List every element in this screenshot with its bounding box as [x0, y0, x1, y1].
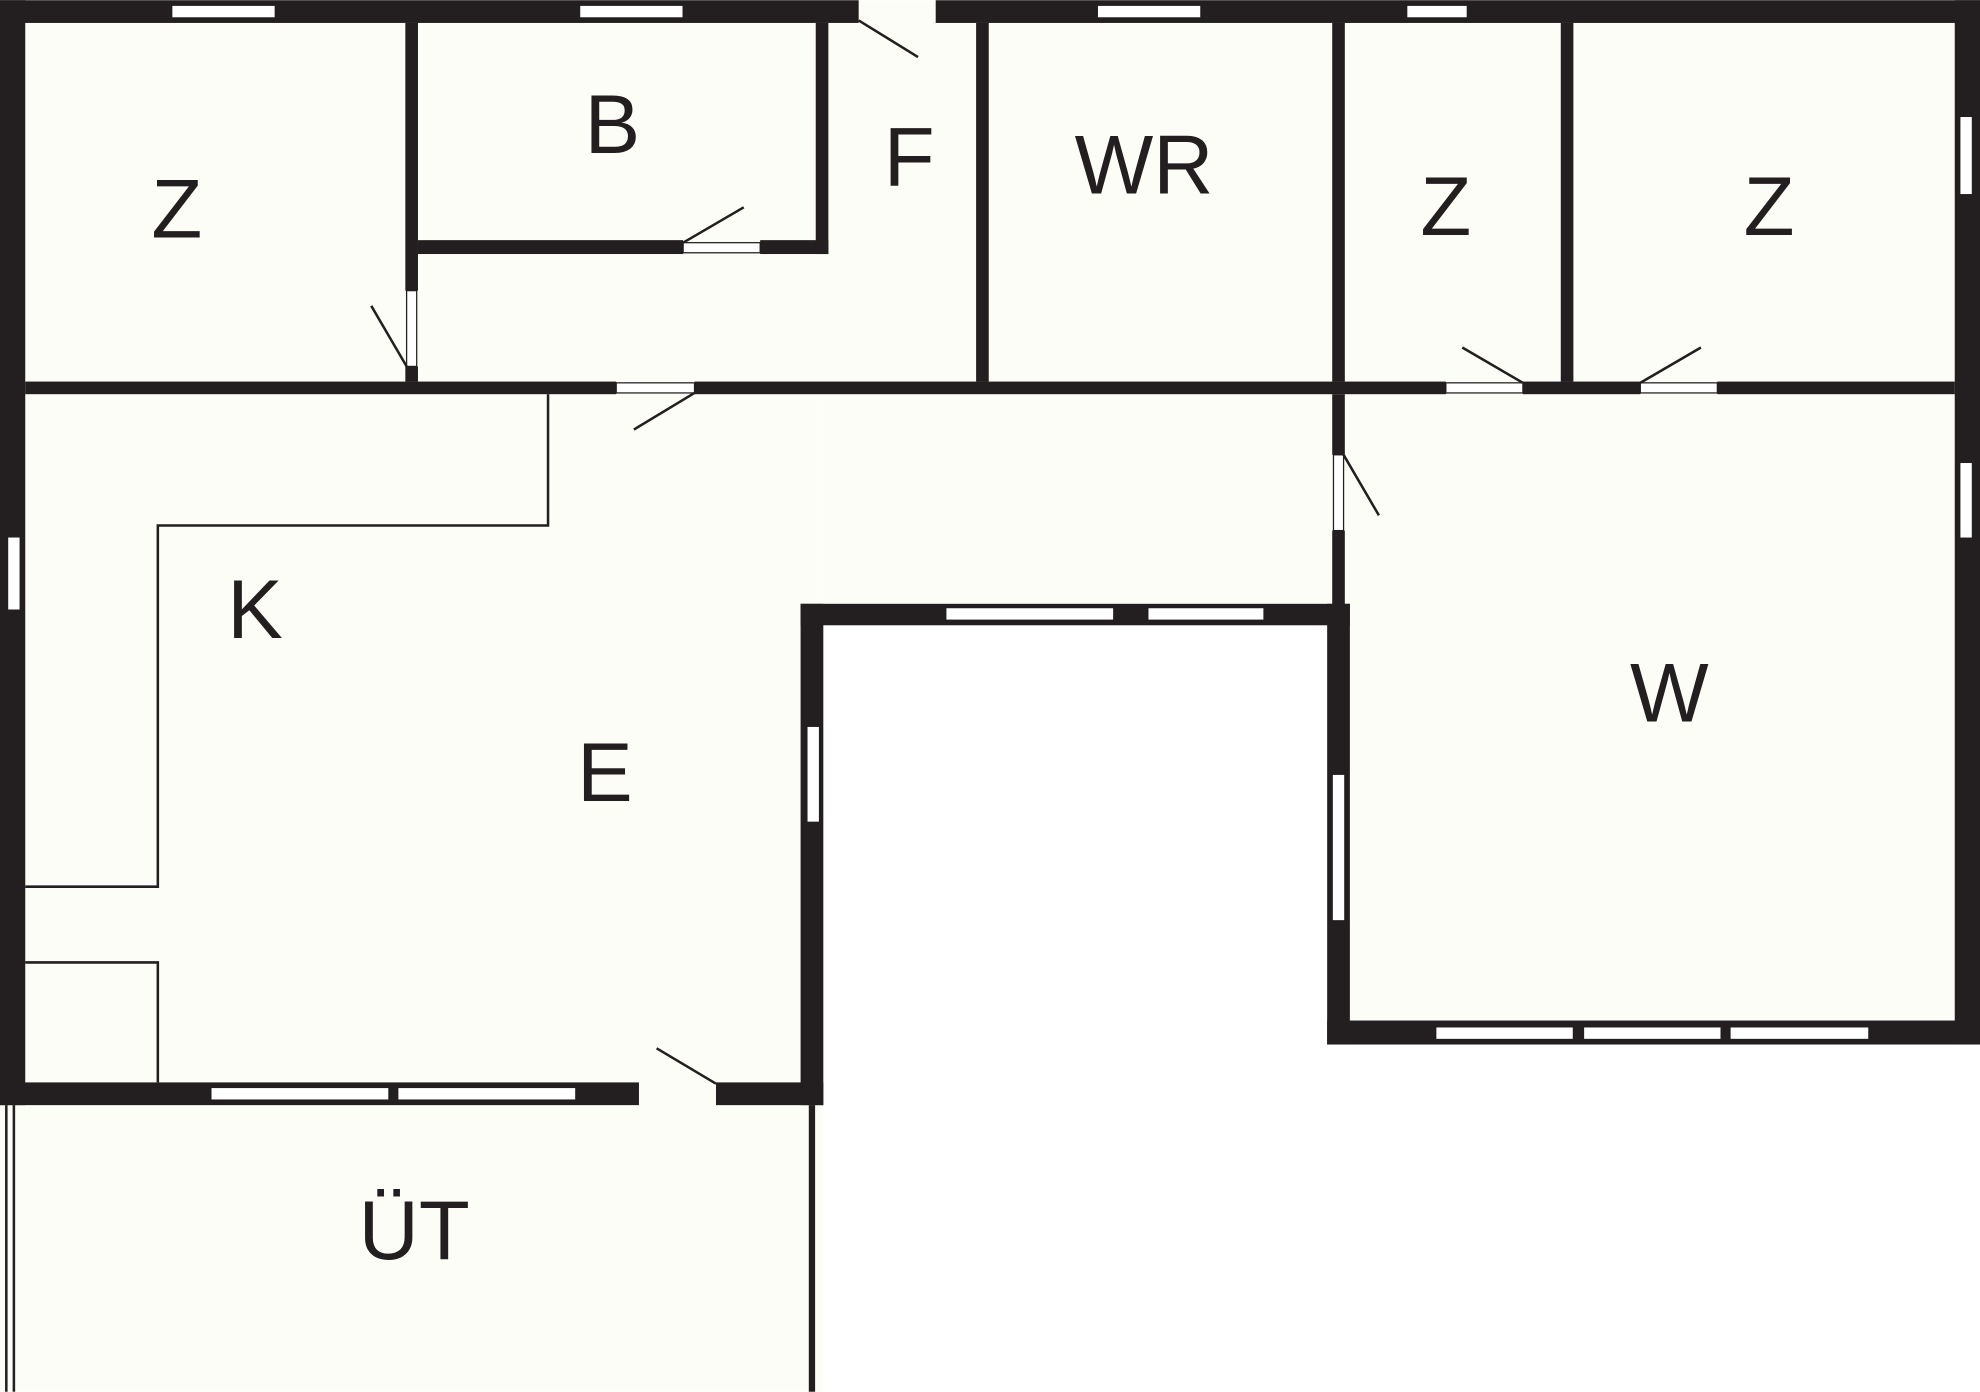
terrace-outline [5, 1105, 816, 1392]
room-label-f: F [884, 111, 935, 204]
window [1435, 1026, 1575, 1041]
wall-middle-horizontal-a [25, 381, 617, 395]
door [655, 1047, 717, 1085]
wall-w-left-upper [1332, 394, 1345, 455]
room-label-z2: Z [1420, 160, 1471, 253]
door [615, 382, 696, 431]
wall-z1-right [405, 22, 418, 291]
wall-top-left [0, 0, 859, 23]
wall-z2-right [1560, 22, 1574, 382]
room-label-z3: Z [1744, 160, 1795, 253]
room-label-b: B [585, 78, 641, 171]
window [1096, 4, 1202, 19]
window [1959, 115, 1974, 196]
window [1147, 606, 1265, 621]
wall-courtyard-left [800, 603, 824, 1106]
room-label-wr: WR [1075, 118, 1214, 211]
window [1959, 461, 1974, 539]
room-label-ut: ÜT [359, 1184, 470, 1277]
wall-b-bottom-b [760, 240, 829, 255]
room-label-w: W [1630, 646, 1709, 739]
wall-wr-right [1332, 22, 1345, 382]
kitchen-counters [25, 394, 550, 1083]
wall-z1-right-low [405, 366, 418, 382]
room-label-z1: Z [151, 163, 202, 256]
window [171, 4, 276, 19]
doors [370, 19, 1718, 1085]
windows [6, 4, 1974, 1101]
wall-b-bottom-a [417, 240, 684, 255]
window [1406, 4, 1468, 19]
window [397, 1086, 577, 1101]
wall-f-right [976, 22, 989, 382]
window [1331, 773, 1346, 922]
wall-middle-horizontal-d [1717, 381, 1955, 395]
door [682, 206, 761, 254]
window [1582, 1026, 1722, 1041]
window [210, 1086, 390, 1101]
door [370, 290, 418, 368]
wall-bottom-right [715, 1082, 824, 1106]
room-labels: Z B F WR Z Z K E W ÜT [151, 78, 1794, 1277]
door [1445, 346, 1524, 394]
window [945, 606, 1115, 621]
door [858, 19, 919, 59]
wall-middle-horizontal-b [694, 381, 1446, 395]
room-label-e: E [577, 726, 633, 819]
room-label-k: K [227, 563, 283, 656]
window [1729, 1026, 1870, 1041]
window [806, 725, 821, 823]
wall-middle-horizontal-c [1522, 381, 1641, 395]
wall-b-right [815, 22, 829, 255]
wall-w-left-mid [1332, 530, 1345, 607]
door [1332, 454, 1381, 532]
door [1639, 346, 1718, 394]
window [578, 4, 684, 19]
window [6, 536, 21, 611]
